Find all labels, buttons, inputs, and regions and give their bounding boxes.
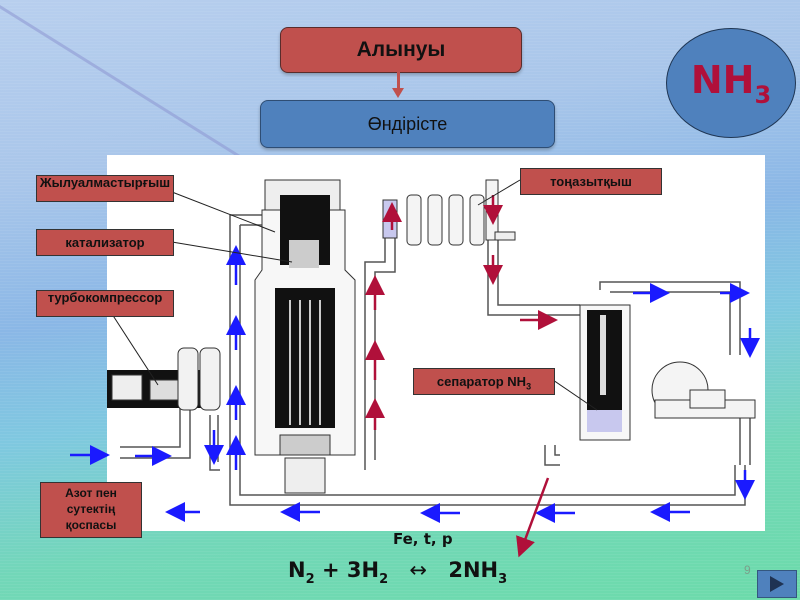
synthesis-column <box>254 179 356 494</box>
equilibrium-arrow-icon: ↔ <box>409 558 428 582</box>
subtitle-box: Өндірісте <box>260 100 555 148</box>
connector-line <box>397 72 400 92</box>
connector-arrow-icon <box>392 88 404 98</box>
page-number: 9 <box>744 563 751 577</box>
next-slide-button[interactable] <box>757 570 797 598</box>
title-box: Алынуы <box>280 27 522 73</box>
label-leader-lines <box>111 179 598 411</box>
reaction-equation: N2 + 3H2 ↔ 2NH3 <box>288 558 508 587</box>
separator-unit <box>579 304 631 441</box>
flow-arrows-blue <box>70 245 760 523</box>
label-turbocompressor: турбокомпрессор <box>36 290 174 317</box>
circulation-compressor <box>651 361 756 419</box>
play-triangle-icon <box>770 576 784 592</box>
label-catalyst: катализатор <box>36 229 174 256</box>
flow-arrows-red <box>365 195 558 558</box>
label-gas-mixture: Азот пен сутектің қоспасы <box>40 482 142 538</box>
label-cooler: тоңазытқыш <box>520 168 662 195</box>
reaction-conditions: Fe, t, p <box>393 530 453 548</box>
page-subtitle: Өндірісте <box>367 113 448 134</box>
cooler-outlet-pipe <box>487 240 580 316</box>
label-heat-exchanger: Жылуалмастырғыш <box>36 175 174 202</box>
cooler-unit <box>382 179 516 246</box>
formula-text: NH3 <box>690 57 772 109</box>
page-title: Алынуы <box>356 38 446 61</box>
circulation-pipe <box>739 410 751 465</box>
inlet-pipe <box>120 405 191 459</box>
reactor-outlet-pipe <box>364 235 396 470</box>
turbocompressor-unit <box>107 347 221 411</box>
separator-drain-pipe <box>544 445 560 466</box>
label-separator: сепаратор NH3 <box>413 368 555 395</box>
formula-badge: NH3 <box>666 28 796 138</box>
